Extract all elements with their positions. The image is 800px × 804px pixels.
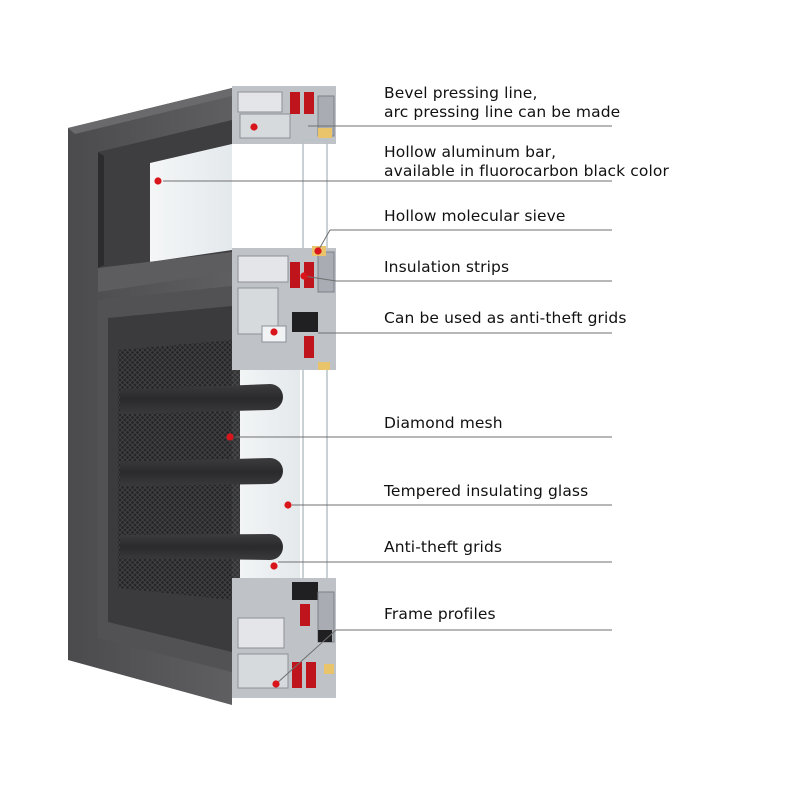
- marker-dot-sieve: [314, 247, 322, 255]
- callout-label-grids: Anti-theft grids: [384, 538, 502, 557]
- callout-label-glass: Tempered insulating glass: [384, 482, 588, 501]
- callout-text-grids-0: Anti-theft grids: [384, 538, 503, 556]
- profile-sections: [232, 86, 336, 698]
- callout-label-strips: Insulation strips: [384, 258, 509, 277]
- anti-theft-grid-bars: [120, 384, 283, 560]
- callout-text-hollow-bar-1: available in fluorocarbon black color: [384, 162, 669, 180]
- callout-label-hollow-bar: Hollow aluminum bar,available in fluoroc…: [384, 143, 669, 181]
- marker-dot-bevel: [250, 123, 258, 131]
- leader-connector-strips: [303, 275, 337, 282]
- callout-text-strips-0: Insulation strips: [384, 258, 510, 276]
- marker-dot-grids: [270, 562, 278, 570]
- marker-dot-frame: [272, 680, 280, 688]
- marker-dot-hollow-bar: [154, 177, 162, 185]
- callout-markers: [154, 123, 322, 688]
- callout-label-frame: Frame profiles: [384, 605, 496, 624]
- callout-label-mesh: Diamond mesh: [384, 414, 503, 433]
- marker-dot-anti-theft-use: [270, 328, 278, 336]
- leader-connector-frame: [275, 629, 337, 685]
- callout-text-hollow-bar-0: Hollow aluminum bar,: [384, 143, 557, 161]
- callout-text-anti-theft-use-0: Can be used as anti-theft grids: [384, 309, 627, 327]
- callout-label-sieve: Hollow molecular sieve: [384, 207, 566, 226]
- leader-connector-sieve: [317, 229, 331, 252]
- callout-text-sieve-0: Hollow molecular sieve: [384, 207, 566, 225]
- marker-dot-mesh: [226, 433, 234, 441]
- callout-text-frame-0: Frame profiles: [384, 605, 496, 623]
- callout-text-glass-0: Tempered insulating glass: [384, 482, 589, 500]
- callout-label-bevel: Bevel pressing line,arc pressing line ca…: [384, 84, 620, 122]
- marker-dot-glass: [284, 501, 292, 509]
- callout-label-anti-theft-use: Can be used as anti-theft grids: [384, 309, 627, 328]
- callout-text-mesh-0: Diamond mesh: [384, 414, 503, 432]
- callout-text-bevel-0: Bevel pressing line,: [384, 84, 538, 102]
- callout-text-bevel-1: arc pressing line can be made: [384, 103, 621, 121]
- leader-lines: [163, 125, 612, 685]
- marker-dot-strips: [300, 272, 308, 280]
